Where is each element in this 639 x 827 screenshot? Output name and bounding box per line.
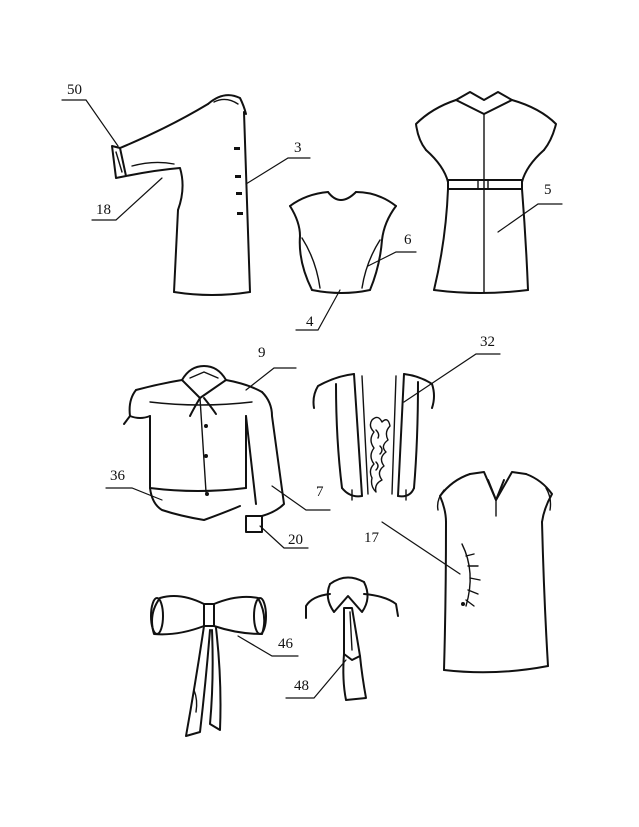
callout-label-17: 17	[364, 530, 380, 546]
callout-label-9: 9	[258, 345, 266, 361]
button-icon	[234, 147, 240, 150]
callout-leader-6	[367, 251, 417, 267]
button-icon	[205, 492, 209, 496]
callout-leader-48	[285, 659, 347, 699]
callout-label-36: 36	[110, 468, 126, 484]
callout-leader-50	[61, 99, 119, 147]
callout-leader-17	[381, 521, 461, 575]
lace-insert	[369, 416, 391, 493]
vest-with-lace-insert: 32 17	[312, 334, 501, 575]
callout-leader-3	[245, 157, 311, 185]
button-icon	[204, 424, 208, 428]
sleeveless-dress	[436, 471, 553, 674]
belted-dress: 5	[415, 91, 563, 294]
callout-leader-20	[259, 525, 309, 549]
callout-label-3: 3	[294, 140, 302, 156]
callout-leader-5	[497, 203, 563, 233]
callout-label-46: 46	[278, 636, 294, 652]
button-icon	[204, 454, 208, 458]
callout-leader-46	[237, 635, 299, 657]
callout-label-4: 4	[306, 314, 314, 330]
callout-label-18: 18	[96, 202, 111, 218]
blouse-with-peplum: 9 36 7 20	[105, 345, 331, 549]
callout-label-6: 6	[404, 232, 412, 248]
collar-with-tie: 48	[285, 576, 399, 701]
pocket-dot-icon	[461, 602, 465, 606]
belt	[447, 179, 523, 190]
button-icon	[235, 175, 241, 178]
callout-leader-18	[91, 177, 163, 221]
callout-label-5: 5	[544, 182, 552, 198]
callout-leader-4	[295, 289, 341, 331]
callout-label-32: 32	[480, 334, 495, 350]
callout-label-50: 50	[67, 82, 82, 98]
button-icon	[237, 212, 243, 215]
callout-label-20: 20	[288, 532, 303, 548]
callout-leader-32	[403, 353, 501, 403]
tunic-dress: 50 3 18	[61, 82, 311, 296]
gathered-seam	[461, 543, 471, 607]
callout-leader-9	[245, 367, 297, 391]
callout-leader-36	[105, 487, 163, 501]
callout-label-7: 7	[316, 484, 324, 500]
callout-leader-7	[271, 485, 331, 511]
callout-label-48: 48	[294, 678, 309, 694]
button-icon	[236, 192, 242, 195]
bow: 46	[150, 595, 299, 737]
sleeveless-bodice: 6 4	[289, 191, 417, 331]
